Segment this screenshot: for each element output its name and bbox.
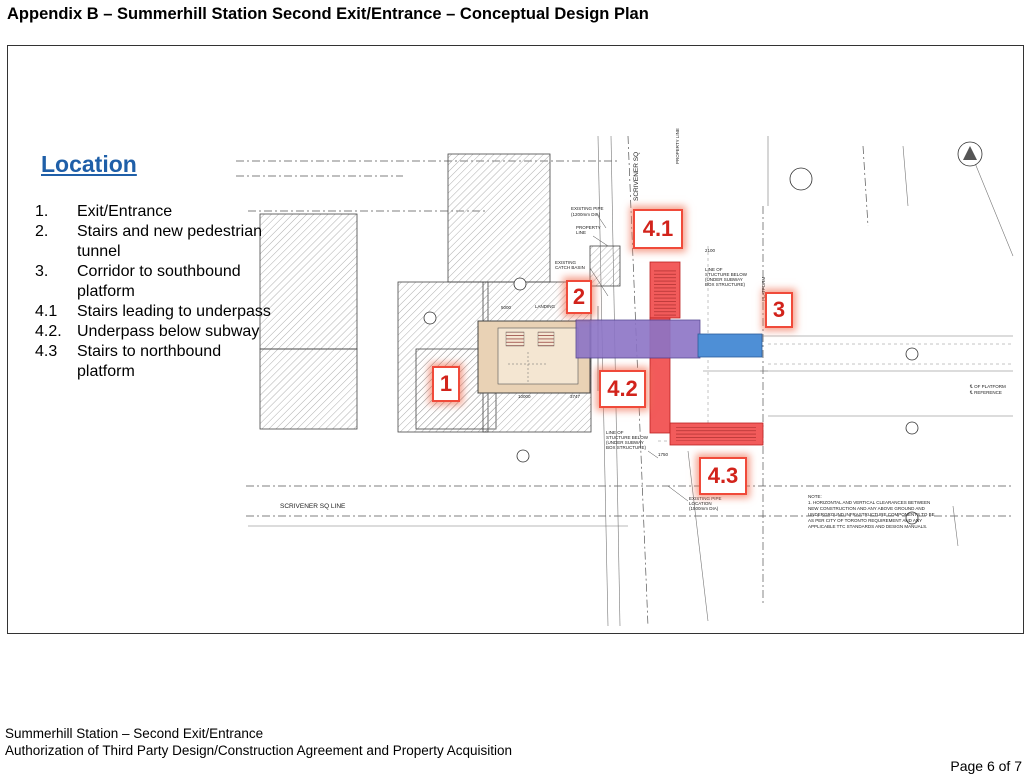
label-platform-line: PLATFORM	[761, 277, 766, 301]
label-platform-edge-1: ℄ OF PLATFORM	[969, 384, 1006, 389]
label-structure-lower-1: LINE OF	[606, 430, 624, 435]
legend-item: 2.Stairs and new pedestrian tunnel	[35, 223, 262, 260]
callout-4-1: 4.1	[633, 209, 683, 249]
label-existing-pipe-bottom-1: EXISTING PIPE	[689, 496, 722, 501]
page-title: Appendix B – Summerhill Station Second E…	[7, 5, 649, 23]
dim-5000: 5000	[501, 305, 512, 310]
dim-3747: 3747	[570, 394, 581, 399]
legend-item: 4.2.Underpass below subway	[35, 323, 260, 340]
label-property-line-1: PROPERTY	[576, 225, 601, 230]
label-scrivener-line: SCRIVENER SQ LINE	[280, 503, 346, 510]
label-structure-lower-4: BOX STRUCTURE)	[606, 445, 647, 450]
label-structure-lower-2: STUCTURE BELOW	[606, 435, 649, 440]
label-structure-lower-3: (UNDER SUBWAY	[606, 440, 644, 445]
label-catch-basin-2: CATCH BASIN	[555, 265, 585, 270]
label-existing-pipe-top-1: EXISTING PIPE	[571, 206, 604, 211]
callout-1: 1	[432, 366, 460, 402]
callout-2: 2	[566, 280, 592, 314]
note-line-1: NOTE:	[808, 494, 822, 499]
label-scrivener-sq: SCRIVENER SQ	[633, 152, 640, 201]
note-line-2: 1. HORIZONTAL AND VERTICAL CLEARANCES BE…	[808, 500, 930, 505]
note-line-6: APPLICABLE TTC STANDARDS AND DESIGN MANU…	[808, 524, 927, 529]
callout-3: 3	[765, 292, 793, 328]
footer-line-1: Summerhill Station – Second Exit/Entranc…	[5, 726, 264, 741]
label-structure-upper-4: BOX STRUCTURE)	[705, 282, 746, 287]
label-existing-pipe-bottom-2: LOCATION	[689, 501, 712, 506]
label-catch-basin-1: EXISTING	[555, 260, 577, 265]
note-line-3: NEW CONSTRUCTION AND ANY ABOVE GROUND AN…	[808, 506, 926, 511]
label-property-vertical: PROPERTY LINE	[675, 128, 680, 164]
dim-10000: 10000	[518, 394, 531, 399]
note-line-5: AS PER CITY OF TORONTO REQUIREMENT AND A…	[808, 518, 922, 523]
callout-4-2: 4.2	[599, 370, 646, 408]
dim-2100: 2100	[705, 248, 716, 253]
label-platform-edge-2: ℄ REFERENCE	[969, 390, 1002, 395]
plan-frame: EXISTING PIPE (1200mm DIA) PROPERTY LINE…	[7, 45, 1024, 634]
site-plan-drawing: EXISTING PIPE (1200mm DIA) PROPERTY LINE…	[236, 128, 1014, 627]
location-heading: Location	[41, 151, 137, 177]
footer-line-2: Authorization of Third Party Design/Cons…	[5, 743, 513, 758]
dim-1750: 1750	[658, 452, 669, 457]
label-landing: LANDING	[535, 304, 556, 309]
label-structure-upper-2: STUCTURE BELOW	[705, 272, 748, 277]
note-line-4: UNDERGROUND INFRASTRUCTURE COMPONENTS TO…	[808, 512, 935, 517]
label-structure-upper-3: (UNDER SUBWAY	[705, 277, 743, 282]
label-existing-pipe-top-2: (1200mm DIA)	[571, 212, 601, 217]
location-legend: 1.Exit/Entrance 2.Stairs and new pedestr…	[35, 202, 277, 382]
label-property-line-2: LINE	[576, 230, 586, 235]
label-existing-pipe-bottom-3: (1500mm DIA)	[689, 506, 719, 511]
page-number: Page 6 of 7	[950, 758, 1022, 774]
label-structure-upper-1: LINE OF	[705, 267, 723, 272]
callout-4-3: 4.3	[699, 457, 747, 495]
legend-item: 1.Exit/Entrance	[35, 203, 173, 220]
legend-item: 3.Corridor to southbound platform	[35, 263, 241, 300]
